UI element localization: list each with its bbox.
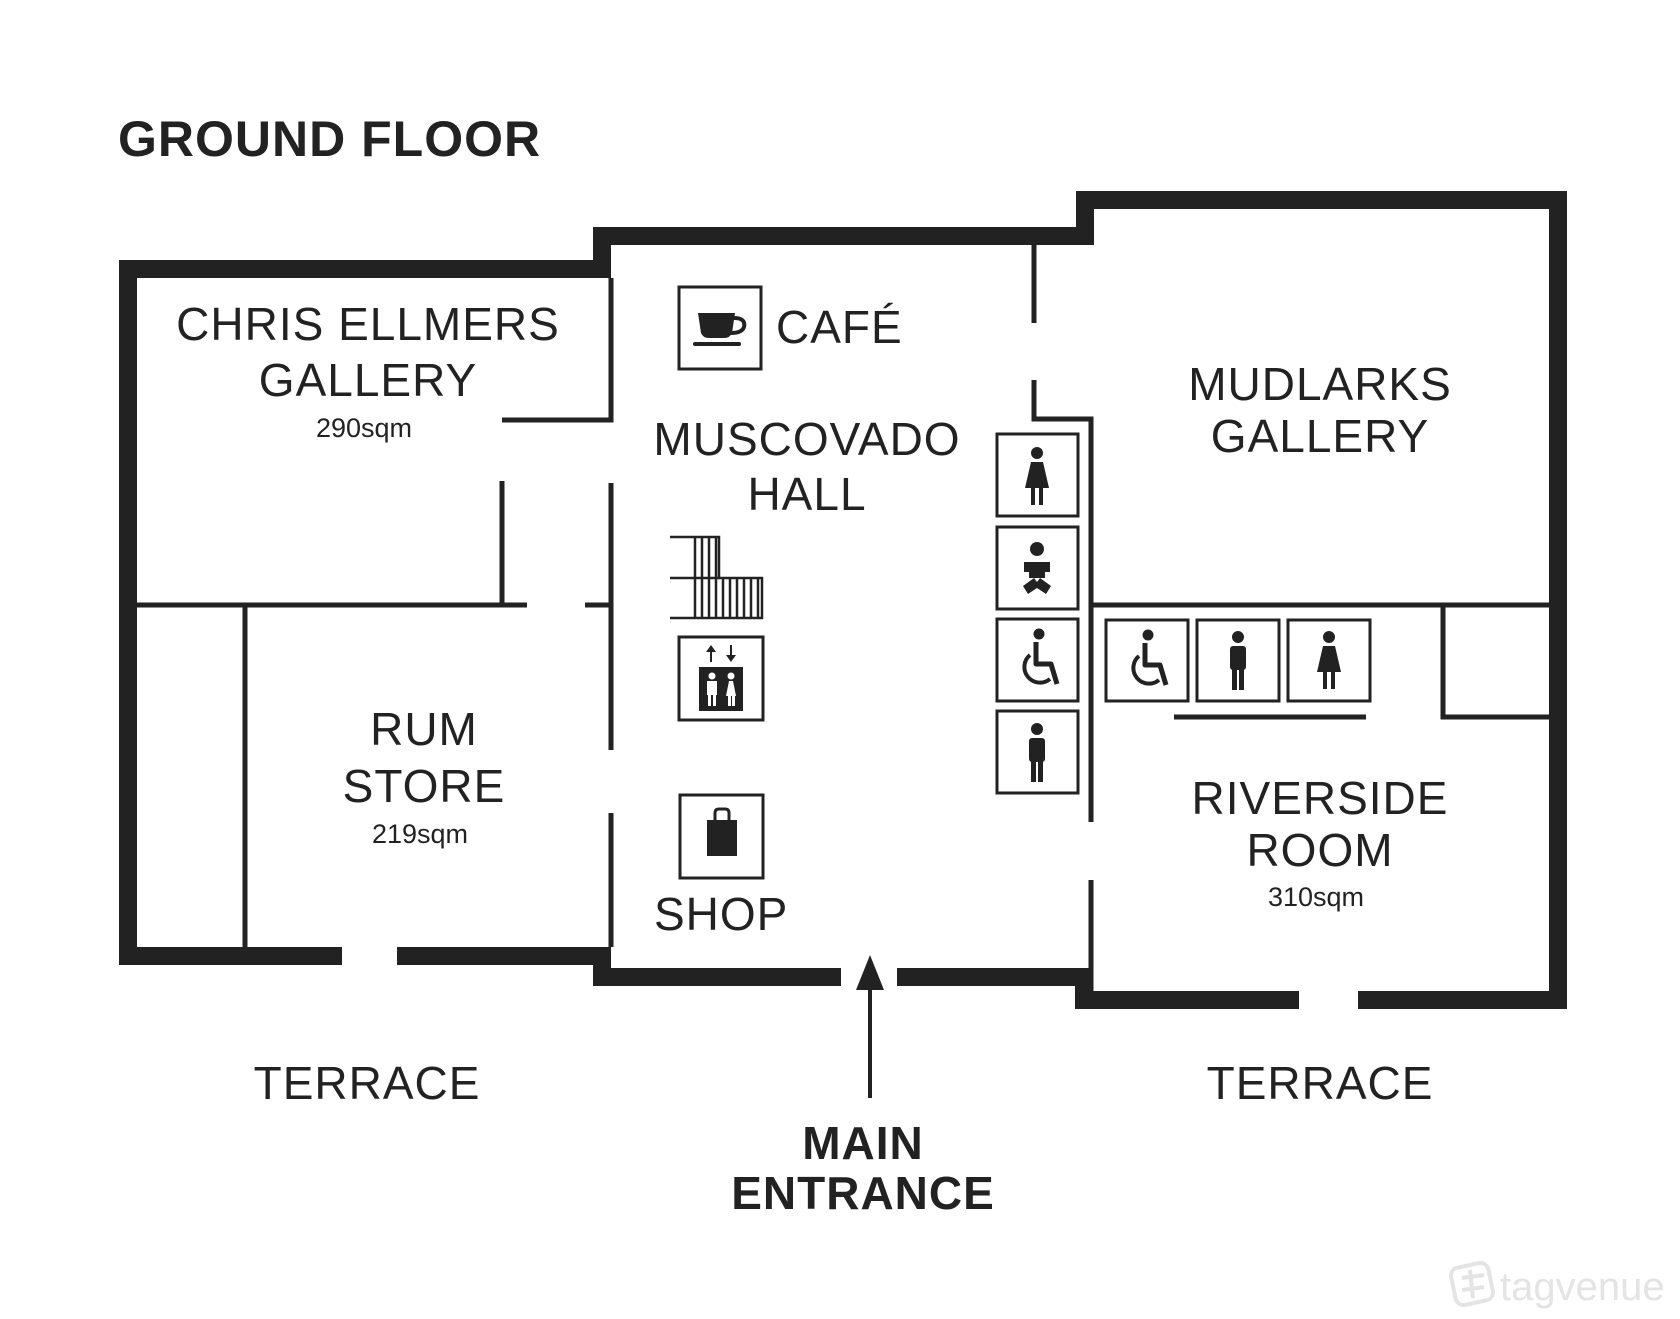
- stairs-icon: [670, 535, 764, 620]
- chris-ellmers-area: 290sqm: [316, 413, 412, 443]
- terrace-left-label: TERRACE: [254, 1057, 481, 1109]
- wall-mudlarks-west: [1031, 380, 1094, 822]
- main-entrance-line1: MAIN: [802, 1117, 924, 1169]
- terrace-right-label: TERRACE: [1207, 1057, 1434, 1109]
- shop-icon-box: [678, 793, 765, 880]
- female-toilet-icon: [1317, 631, 1341, 689]
- wall-north-center: [593, 191, 1567, 1009]
- wall-west-north: [119, 260, 609, 965]
- muscovado-hall-line2: HALL: [747, 468, 866, 520]
- baby-change-icon: [1023, 542, 1051, 594]
- rum-store-area: 219sqm: [372, 819, 468, 849]
- wall-store-cupboard: [1440, 605, 1549, 720]
- mudlarks-line1: MUDLARKS: [1188, 358, 1452, 410]
- baby-change-box: [995, 525, 1080, 611]
- main-entrance-line2: ENTRANCE: [731, 1167, 995, 1219]
- cafe-icon-box: [677, 285, 763, 371]
- toilet-female-box-2: [1286, 618, 1372, 703]
- male-toilet-icon: [1029, 723, 1045, 782]
- shop-label: SHOP: [654, 888, 788, 940]
- outer-walls: [119, 191, 1567, 1009]
- tagvenue-logo-icon: [1448, 1260, 1496, 1308]
- coffee-cup-icon: [693, 313, 747, 346]
- watermark: tagvenue: [1448, 1260, 1665, 1309]
- chris-ellmers-line2: GALLERY: [259, 354, 477, 406]
- shopping-bag-icon: [707, 807, 737, 856]
- male-toilet-icon: [1230, 631, 1246, 690]
- toilet-accessible-box-2: [1104, 618, 1190, 703]
- toilet-male-box: [995, 709, 1080, 795]
- rum-store-line1: RUM: [370, 703, 478, 755]
- watermark-text: tagvenue: [1500, 1265, 1665, 1309]
- female-toilet-icon: [1025, 447, 1049, 505]
- lift-icon: [699, 645, 743, 711]
- wall-chris-ellmers-east: [502, 278, 614, 423]
- riverside-area: 310sqm: [1268, 882, 1364, 912]
- toilet-female-box: [995, 432, 1080, 518]
- cafe-label: CAFÉ: [776, 301, 903, 353]
- accessible-toilet-icon: [1022, 628, 1060, 685]
- riverside-line1: RIVERSIDE: [1192, 772, 1449, 824]
- toilet-column: [995, 432, 1080, 795]
- toilet-row: [1104, 618, 1372, 703]
- wall-south-right: [897, 968, 1299, 1009]
- toilet-male-box-2: [1195, 618, 1281, 703]
- muscovado-hall-line1: MUSCOVADO: [653, 413, 960, 465]
- accessible-toilet-icon: [1131, 629, 1169, 686]
- riverside-line2: ROOM: [1246, 824, 1393, 876]
- entrance-arrow-icon: [856, 955, 884, 1098]
- mudlarks-line2: GALLERY: [1211, 410, 1429, 462]
- lift-icon-box: [677, 635, 765, 722]
- chris-ellmers-line1: CHRIS ELLMERS: [176, 298, 560, 350]
- interior-walls: [137, 245, 1549, 991]
- wall-south-center: [593, 947, 841, 986]
- floor-title: GROUND FLOOR: [118, 111, 541, 167]
- accessible-toilet-box: [995, 617, 1080, 703]
- rum-store-line2: STORE: [343, 760, 506, 812]
